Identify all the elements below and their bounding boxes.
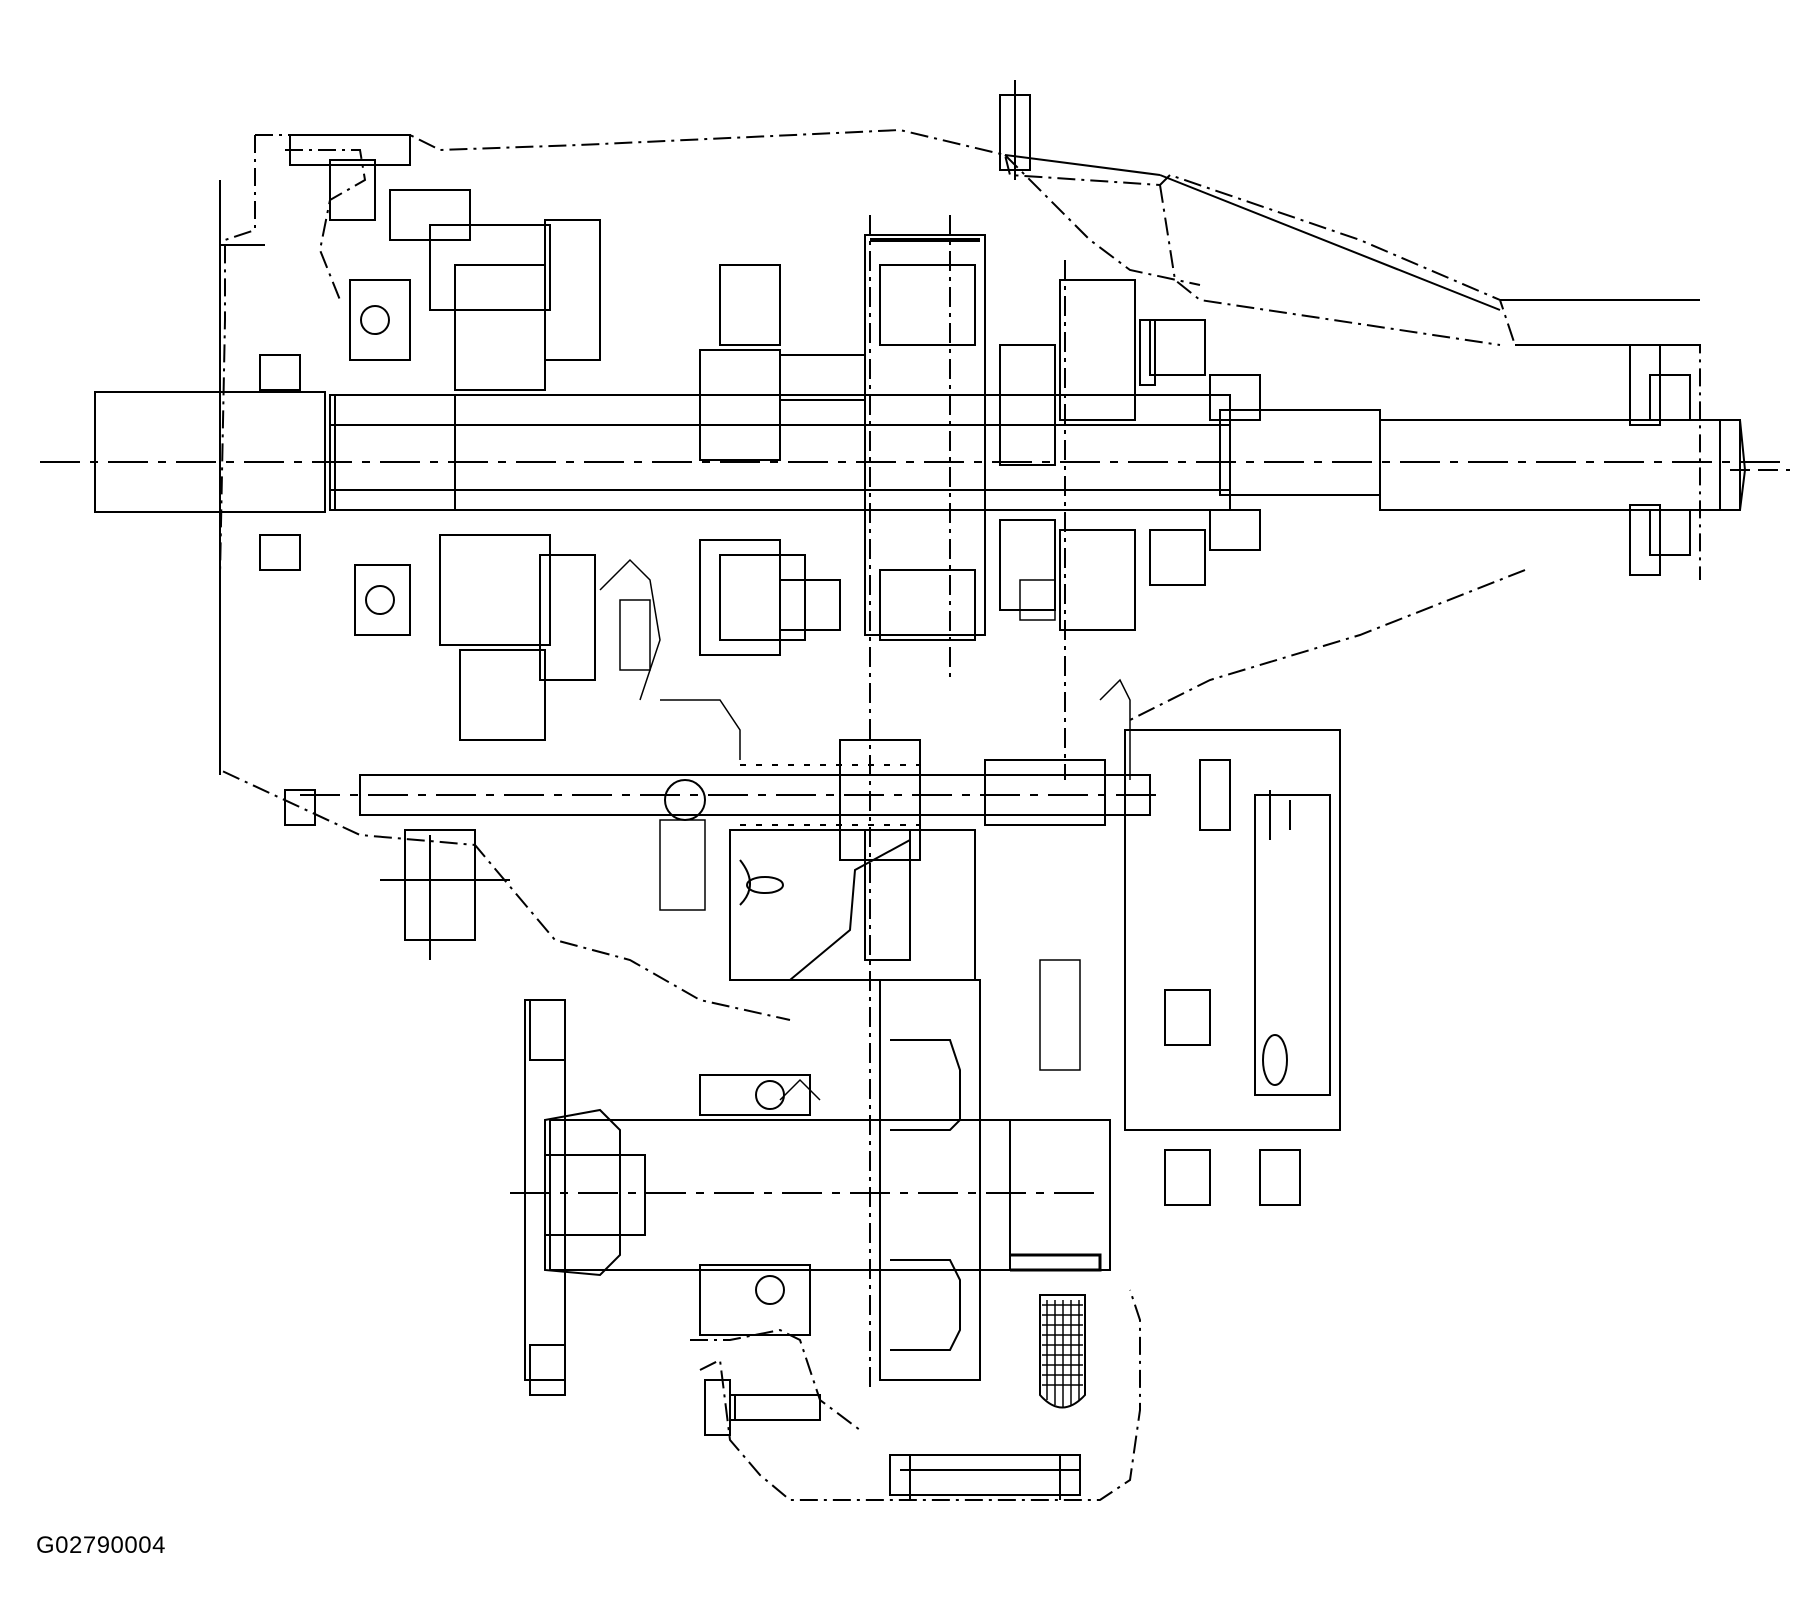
rear-output-shaft-end xyxy=(1629,344,1790,576)
front-output-shaft xyxy=(510,999,1111,1396)
main-shaft-bearings xyxy=(259,354,1691,571)
main-shaft xyxy=(40,391,1790,513)
drain-bolt xyxy=(704,1379,821,1436)
planetary-gear-set xyxy=(699,264,866,656)
oil-strainer xyxy=(1039,1294,1086,1409)
front-shaft-bearings xyxy=(699,1074,811,1336)
lower-bolt-plate xyxy=(889,1454,1081,1500)
range-gear-set xyxy=(864,234,1206,641)
internal-details xyxy=(599,558,1131,1101)
driven-sprocket xyxy=(879,979,1111,1381)
input-gear-set xyxy=(334,219,601,741)
rear-cover-plate xyxy=(1124,729,1341,1206)
lower-housing xyxy=(690,1289,1141,1501)
housing-rim xyxy=(999,80,1700,346)
shift-fork xyxy=(729,829,976,981)
housing-outline xyxy=(219,128,1701,1021)
drawing-id-label: G02790004 xyxy=(36,1532,166,1559)
center-axis-lines xyxy=(869,215,1066,1390)
shift-rail xyxy=(300,739,1160,861)
upper-left-bracket xyxy=(289,134,471,241)
left-flange xyxy=(219,180,510,960)
